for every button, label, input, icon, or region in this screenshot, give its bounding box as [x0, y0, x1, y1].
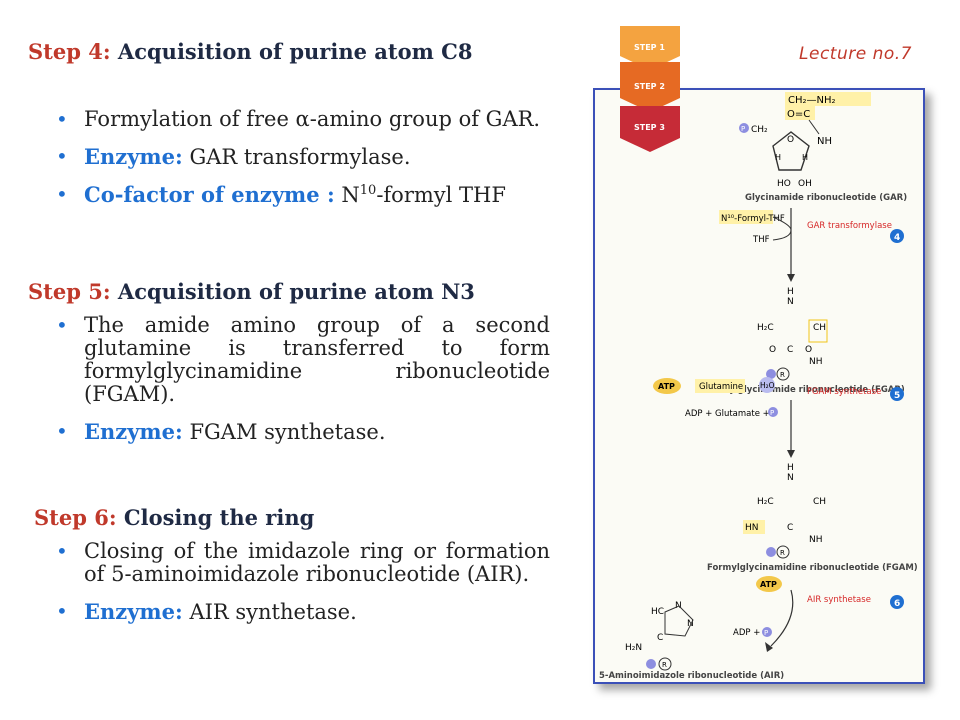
adp-glutamate-label: ADP + Glutamate + — [685, 409, 770, 419]
svg-text:HC: HC — [651, 607, 664, 617]
step4-number: Step 4: — [28, 39, 111, 64]
svg-text:R: R — [780, 371, 785, 379]
svg-text:5: 5 — [894, 391, 900, 401]
svg-text:C: C — [787, 523, 793, 533]
fgam-label: Formylglycinamidine ribonucleotide (FGAM… — [707, 563, 918, 573]
gar-carbonyl: O=C — [787, 109, 810, 120]
svg-text:N: N — [787, 297, 794, 307]
svg-text:HO: HO — [777, 179, 791, 189]
fgam-structure: H N H₂C CH HN C NH R Formylglycinamidine… — [707, 463, 918, 573]
svg-text:O: O — [787, 135, 794, 145]
step4-heading: Step 4: Acquisition of purine atom C8 — [28, 40, 472, 64]
gar-nh: NH — [817, 136, 832, 147]
svg-text:HN: HN — [745, 523, 759, 533]
ribose-ring — [772, 131, 810, 171]
step4-reaction: N¹⁰-Formyl-THF THF GAR transformylase 4 — [719, 208, 904, 282]
svg-text:H₂C: H₂C — [757, 497, 774, 507]
svg-text:4: 4 — [894, 233, 900, 243]
svg-text:ATP: ATP — [760, 580, 777, 589]
step4-title: Acquisition of purine atom C8 — [117, 39, 473, 64]
svg-text:N: N — [787, 473, 794, 483]
step6-heading: Step 6: Closing the ring — [34, 506, 314, 530]
fgam-synthetase-label: FGAM synthetase — [807, 387, 881, 397]
svg-text:6: 6 — [894, 599, 900, 609]
step5-number: Step 5: — [28, 279, 111, 304]
pathway-figure: CH₂—NH₂ O=C NH P CH₂ O H H HO OH Glycina… — [593, 88, 925, 684]
step4-bullet-3: Co-factor of enzyme : N10-formyl THF — [56, 183, 550, 207]
gar-label: Glycinamide ribonucleotide (GAR) — [745, 193, 907, 203]
phosphate-icon — [739, 123, 749, 133]
svg-text:R: R — [780, 549, 785, 557]
step6-badge — [890, 595, 904, 609]
svg-text:H: H — [775, 153, 781, 162]
step4-bullets: Formylation of free α-amino group of GAR… — [56, 108, 550, 221]
svg-text:H: H — [787, 287, 794, 297]
step5-reaction: ATP Glutamine H₂O FGAM synthetase 5 ADP … — [653, 377, 904, 458]
svg-text:CH: CH — [813, 497, 826, 507]
step4-bullet-1: Formylation of free α-amino group of GAR… — [56, 108, 550, 132]
air-structure: HC N N C H₂N R 5-Aminoimidazole ribonucl… — [599, 601, 784, 681]
step5-bullet-2: Enzyme: FGAM synthetase. — [56, 420, 550, 444]
svg-text:H₂O: H₂O — [760, 381, 775, 390]
svg-text:CH: CH — [813, 323, 826, 333]
svg-text:ATP: ATP — [658, 382, 675, 391]
svg-text:STEP 1: STEP 1 — [634, 43, 665, 52]
svg-text:C: C — [787, 345, 793, 355]
svg-text:O: O — [769, 345, 776, 355]
svg-text:O: O — [805, 345, 812, 355]
step4-badge — [890, 229, 904, 243]
gar-transformylase-label: GAR transformylase — [807, 221, 892, 231]
air-label: 5-Aminoimidazole ribonucleotide (AIR) — [599, 671, 784, 681]
svg-text:NH: NH — [809, 535, 823, 545]
step5-bullet-1: The amide amino group of a second glutam… — [56, 314, 550, 406]
fgar-structure: H N H₂C CH C O O NH R Formylglycinamide … — [705, 287, 905, 395]
thf-label: THF — [752, 235, 770, 245]
step4-bullet-2: Enzyme: GAR transformylase. — [56, 145, 550, 169]
svg-text:ADP +: ADP + — [733, 628, 760, 638]
svg-text:C: C — [657, 633, 663, 643]
slide-text-column: Step 4: Acquisition of purine atom C8 Fo… — [0, 0, 580, 720]
lecture-number: Lecture no.7 — [799, 44, 912, 64]
n10-formyl-thf: N¹⁰-Formyl-THF — [721, 214, 785, 224]
step6-title: Closing the ring — [123, 505, 315, 530]
svg-text:H: H — [802, 153, 808, 162]
svg-text:STEP 3: STEP 3 — [634, 123, 665, 132]
ribbon-step-2: STEP 2 — [620, 62, 680, 112]
atp-badge — [653, 378, 681, 394]
svg-text:OH: OH — [798, 179, 812, 189]
steps-ribbon: STEP 1 STEP 2 STEP 3 — [620, 26, 710, 156]
svg-text:H₂N: H₂N — [625, 643, 642, 653]
glutamine-label: Glutamine — [699, 382, 743, 392]
step5-badge — [890, 387, 904, 401]
step6-bullet-1: Closing of the imidazole ring or formati… — [56, 540, 550, 586]
svg-text:R: R — [662, 661, 667, 669]
fgar-label: Formylglycinamide ribonucleotide (FGAR) — [705, 385, 905, 395]
svg-text:P: P — [770, 409, 774, 417]
svg-text:N: N — [687, 619, 694, 629]
step6-bullets: Closing of the imidazole ring or formati… — [56, 540, 550, 638]
svg-text:STEP 2: STEP 2 — [634, 82, 665, 91]
svg-text:NH: NH — [809, 357, 823, 367]
step6-reaction: ATP AIR synthetase 6 ADP + P — [733, 576, 904, 652]
svg-text:H: H — [787, 463, 794, 473]
svg-text:P: P — [741, 125, 745, 133]
step5-bullets: The amide amino group of a second glutam… — [56, 314, 550, 458]
gar-top-group: CH₂—NH₂ — [788, 95, 836, 106]
step5-heading: Step 5: Acquisition of purine atom N3 — [28, 280, 475, 304]
air-synthetase-label: AIR synthetase — [807, 595, 871, 605]
ribbon-step-1: STEP 1 — [620, 26, 680, 70]
step5-title: Acquisition of purine atom N3 — [117, 279, 475, 304]
ribbon-step-3: STEP 3 — [620, 106, 680, 152]
step6-bullet-2: Enzyme: AIR synthetase. — [56, 600, 550, 624]
step6-number: Step 6: — [34, 505, 117, 530]
svg-text:H₂C: H₂C — [757, 323, 774, 333]
svg-text:P: P — [764, 629, 768, 637]
gar-pch2: CH₂ — [751, 125, 768, 135]
gar-structure: CH₂—NH₂ O=C NH P CH₂ O H H HO OH Glycina… — [739, 92, 907, 203]
